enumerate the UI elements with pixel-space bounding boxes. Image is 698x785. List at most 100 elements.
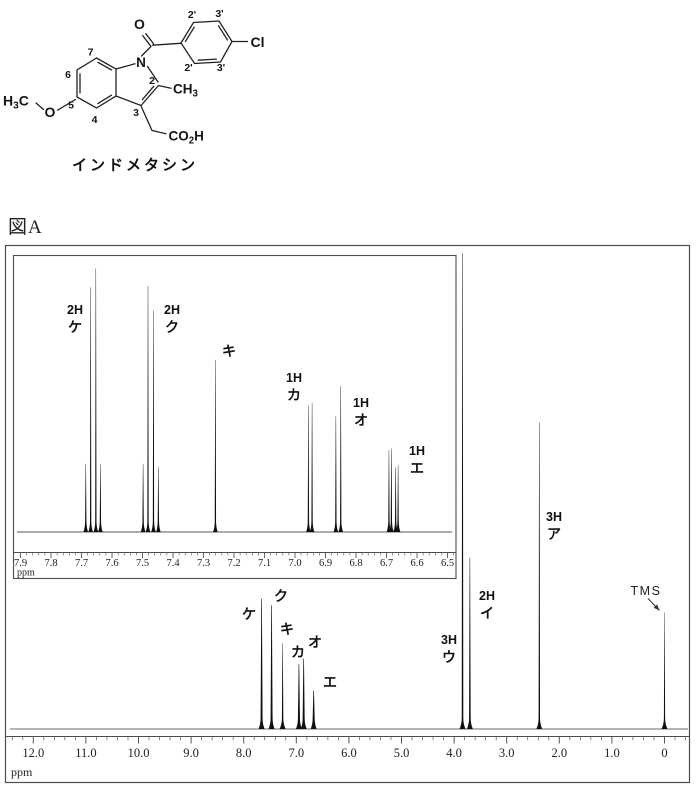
carbonyl-phenyl-bond xyxy=(151,42,182,46)
inset-peak-line-キ xyxy=(213,359,218,532)
ring-number: 2' xyxy=(188,9,196,21)
inset-peak-line-ク xyxy=(140,463,146,532)
main-tick-label: 9.0 xyxy=(183,746,199,760)
c3-acetic-acid-bonds xyxy=(140,105,167,135)
main-peak-イ xyxy=(466,557,473,729)
peak-label-エ: エ xyxy=(410,460,424,476)
main-tick-label: 0 xyxy=(661,746,667,760)
main-peak-ケ xyxy=(258,598,265,729)
inset-peak-line-エ xyxy=(395,464,401,532)
inset-tick-label: 6.8 xyxy=(349,558,362,569)
main-peak-カ xyxy=(295,663,302,729)
main-peak-ア xyxy=(536,421,543,729)
main-peak-TMS xyxy=(661,611,668,729)
main-tick-label: 8.0 xyxy=(236,746,252,760)
peak-label-2H: 2H xyxy=(164,303,180,317)
peak-label-イ: イ xyxy=(480,605,494,621)
inset-tick-label: 7.1 xyxy=(258,558,271,569)
ring-number: 7 xyxy=(88,47,94,59)
main-peak-ク xyxy=(268,604,275,729)
chlorophenyl-double-bonds xyxy=(184,25,229,61)
molecule-bonds xyxy=(35,20,249,135)
inset-tick-label: 7.2 xyxy=(227,558,240,569)
inset-peak-line-ケ xyxy=(98,463,103,532)
peak-label-キ: キ xyxy=(222,343,236,359)
peak-label-1H: 1H xyxy=(286,371,302,385)
tms-arrow-head xyxy=(653,604,660,611)
main-tick-label: 10.0 xyxy=(128,746,150,760)
atom-label: H3C xyxy=(3,93,29,112)
inset-tick-label: 7.8 xyxy=(44,558,57,569)
main-tick-label: 5.0 xyxy=(394,746,410,760)
main-peak-キ xyxy=(279,642,286,729)
c2-methyl-bond xyxy=(158,85,172,89)
atom-label: O xyxy=(134,16,145,32)
inset-tick-label: 6.5 xyxy=(441,558,454,569)
inset-tick-label: 7.7 xyxy=(75,558,88,569)
main-tick-label: 7.0 xyxy=(288,746,304,760)
inset-tick-label: 6.9 xyxy=(319,558,332,569)
inset-peak-line-ケ xyxy=(93,268,99,532)
inset-tick-label: 7.5 xyxy=(136,558,149,569)
ring-number: 3 xyxy=(133,107,139,119)
peak-label-ク: ク xyxy=(165,319,179,335)
ring-number: 5 xyxy=(68,100,74,112)
main-tick-label: 1.0 xyxy=(604,746,620,760)
peak-label-エ: エ xyxy=(323,674,337,690)
inset-peak-line-カ xyxy=(306,404,311,532)
indole-benzene-ring xyxy=(76,57,117,109)
peak-label-キ: キ xyxy=(280,621,294,637)
inset-peak-line-オ xyxy=(333,415,339,532)
figure-label: 図A xyxy=(8,217,43,238)
inset-peak-line-ケ xyxy=(83,463,89,532)
inset-tick-label: 6.7 xyxy=(380,558,393,569)
inset-peak-line-ク xyxy=(156,466,161,532)
inset-peak-line-エ xyxy=(386,449,392,532)
peak-label-1H: 1H xyxy=(353,396,369,410)
molecule-caption: インドメタシン xyxy=(72,157,198,174)
peak-label-カ: カ xyxy=(287,387,301,403)
peak-label-1H: 1H xyxy=(409,444,425,458)
atom-label: CO2H xyxy=(169,129,204,147)
inset-peak-line-ケ xyxy=(88,286,93,532)
peak-label-カ: カ xyxy=(291,644,305,660)
peak-label-ケ: ケ xyxy=(242,606,256,622)
ring-number: 3' xyxy=(217,62,225,74)
peak-label-3H: 3H xyxy=(546,510,562,524)
peak-label-オ: オ xyxy=(354,412,368,428)
main-tick-label: 4.0 xyxy=(446,746,462,760)
peak-label-ク: ク xyxy=(274,588,288,604)
ring-number: 3' xyxy=(215,8,223,20)
chlorophenyl-ring xyxy=(180,20,233,65)
inset-tick-label: 7.6 xyxy=(105,558,118,569)
peak-label-ケ: ケ xyxy=(68,319,82,335)
main-peak-ウ xyxy=(459,253,466,729)
peak-label-2H: 2H xyxy=(479,589,495,603)
ring-number: 4 xyxy=(92,114,98,126)
inset-tick-label: 7.4 xyxy=(166,558,180,569)
main-peak-オ xyxy=(300,658,307,729)
inset-tick-label: 7.0 xyxy=(288,558,301,569)
main-tick-label: 3.0 xyxy=(499,746,515,760)
inset-peak-line-エ xyxy=(389,447,394,532)
inset-plot-frame xyxy=(12,254,457,580)
atom-label: O xyxy=(45,104,56,120)
main-axis-unit: ppm xyxy=(11,765,33,779)
inset-peak-line-ク xyxy=(151,310,156,532)
main-plot-frame xyxy=(4,244,691,784)
main-tick-label: 11.0 xyxy=(75,746,96,760)
ring-number: 6 xyxy=(65,69,71,81)
peak-label-TMS: TMS xyxy=(631,584,662,598)
methoxy-bonds xyxy=(35,98,77,111)
atom-label: Cl xyxy=(251,34,265,50)
peak-label-ア: ア xyxy=(547,526,561,542)
peak-label-3H: 3H xyxy=(441,633,457,647)
main-tick-label: 12.0 xyxy=(22,746,44,760)
inset-peak-line-ク xyxy=(145,285,151,532)
main-peak-エ xyxy=(310,689,317,729)
indole-benzene-double-bonds xyxy=(79,61,113,105)
